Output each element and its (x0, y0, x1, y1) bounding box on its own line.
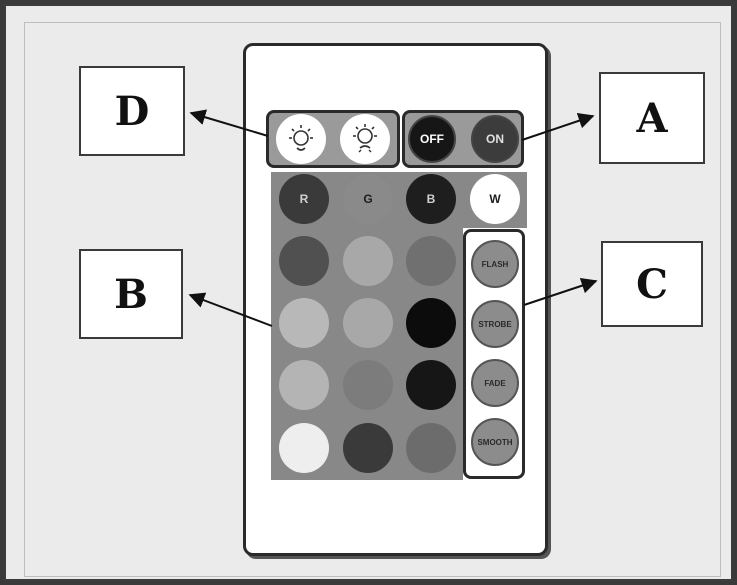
blue-button-label: B (426, 192, 436, 206)
strobe-button[interactable]: STROBE (471, 300, 519, 348)
color-button[interactable] (406, 360, 456, 410)
color-button[interactable] (406, 298, 456, 348)
smooth-button[interactable]: SMOOTH (471, 418, 519, 466)
callout-d: D (79, 66, 185, 156)
red-button-label: R (299, 192, 309, 206)
color-button[interactable] (406, 423, 456, 473)
color-button[interactable] (279, 360, 329, 410)
color-button[interactable] (279, 423, 329, 473)
green-button-label: G (363, 192, 373, 206)
off-button-label: OFF (420, 132, 444, 146)
callout-a: A (599, 72, 705, 164)
color-button[interactable] (343, 236, 393, 286)
green-button[interactable]: G (343, 174, 393, 224)
color-button[interactable] (343, 360, 393, 410)
figure-inner-frame (24, 22, 721, 577)
fade-button-label: FADE (484, 378, 506, 388)
strobe-button-label: STROBE (478, 319, 512, 329)
on-button[interactable]: ON (471, 115, 519, 163)
callout-c: C (601, 241, 703, 327)
smooth-button-label: SMOOTH (477, 437, 513, 447)
bulb-bright-icon (353, 124, 377, 153)
callout-b: B (79, 249, 183, 339)
white-button[interactable]: W (470, 174, 520, 224)
on-button-label: ON (486, 132, 504, 146)
color-button[interactable] (279, 236, 329, 286)
color-button[interactable] (343, 298, 393, 348)
color-button[interactable] (343, 423, 393, 473)
bulb-dim-icon (289, 125, 313, 151)
color-button[interactable] (279, 298, 329, 348)
brightness-down-button[interactable] (276, 114, 326, 164)
off-button[interactable]: OFF (408, 115, 456, 163)
blue-button[interactable]: B (406, 174, 456, 224)
fade-button[interactable]: FADE (471, 359, 519, 407)
color-button[interactable] (406, 236, 456, 286)
flash-button[interactable]: FLASH (471, 240, 519, 288)
flash-button-label: FLASH (481, 259, 509, 269)
brightness-up-button[interactable] (340, 114, 390, 164)
red-button[interactable]: R (279, 174, 329, 224)
white-button-label: W (489, 192, 501, 206)
